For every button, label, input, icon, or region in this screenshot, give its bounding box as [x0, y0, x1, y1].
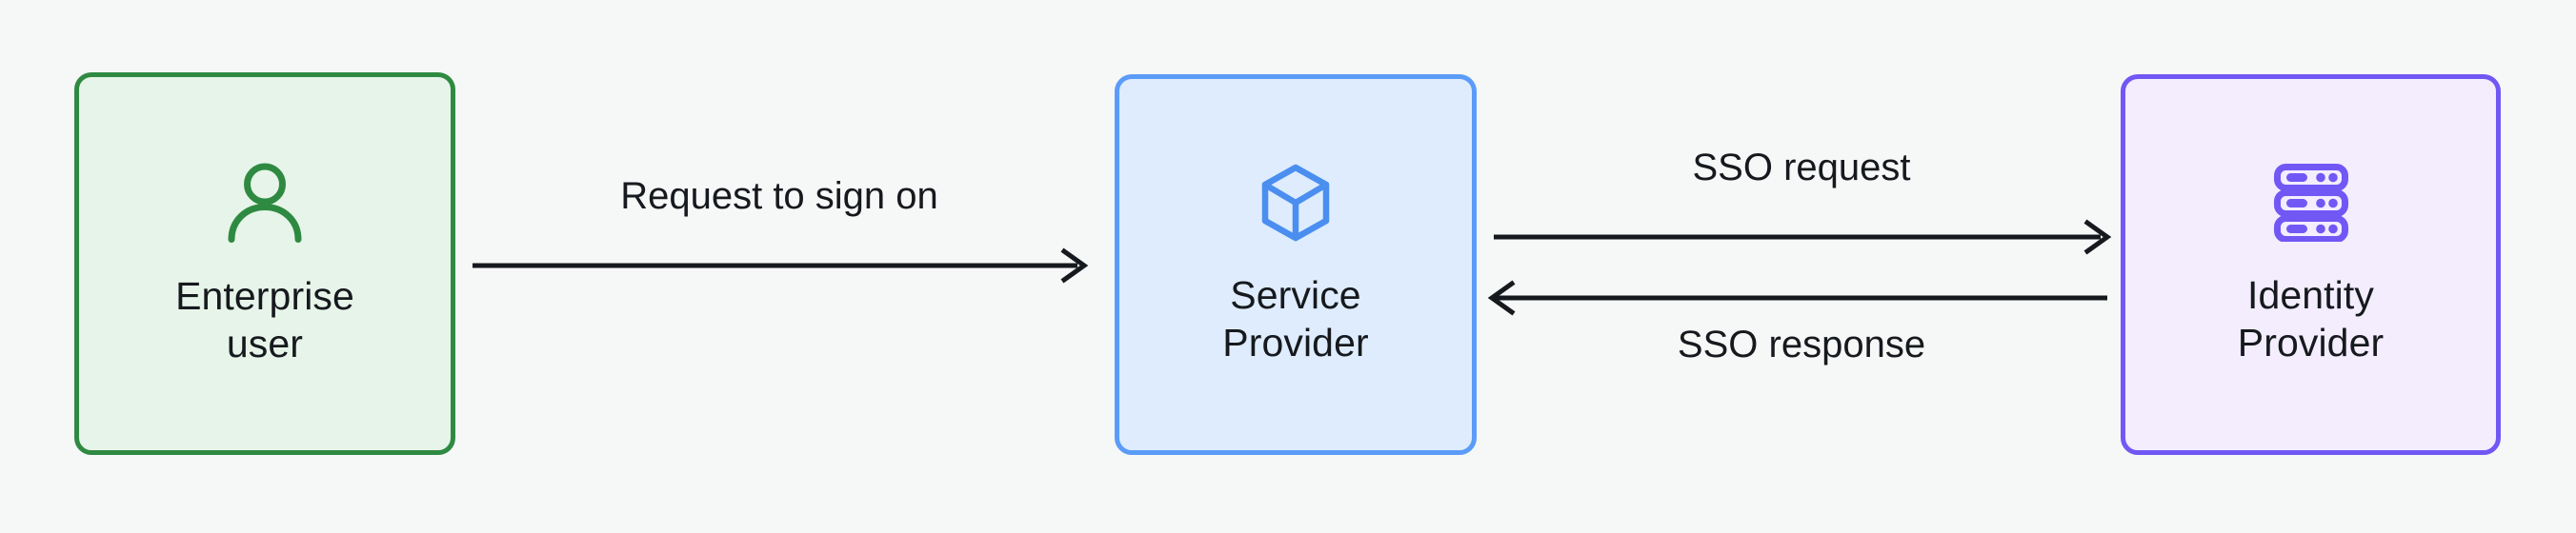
- node-enterprise-user[interactable]: Enterprise user: [74, 72, 455, 455]
- node-service-provider[interactable]: Service Provider: [1115, 74, 1477, 455]
- node-label-enterprise-user: Enterprise user: [175, 273, 354, 365]
- edge-label-request-to-sign-on: Request to sign on: [620, 175, 938, 217]
- edge-label-sso-response: SSO response: [1677, 324, 1926, 365]
- node-identity-provider[interactable]: Identity Provider: [2121, 74, 2501, 455]
- node-label-identity-provider: Identity Provider: [2237, 272, 2385, 365]
- cube-icon: [1259, 164, 1332, 247]
- user-icon: [226, 161, 304, 247]
- node-label-service-provider: Service Provider: [1222, 272, 1369, 365]
- edge-arrow-sso-response: [1487, 280, 2107, 316]
- server-rack-icon: [2273, 163, 2349, 247]
- edge-arrow-request-to-sign-on: [473, 247, 1089, 284]
- edge-label-sso-request: SSO request: [1692, 147, 1911, 188]
- edge-arrow-sso-request: [1494, 219, 2112, 255]
